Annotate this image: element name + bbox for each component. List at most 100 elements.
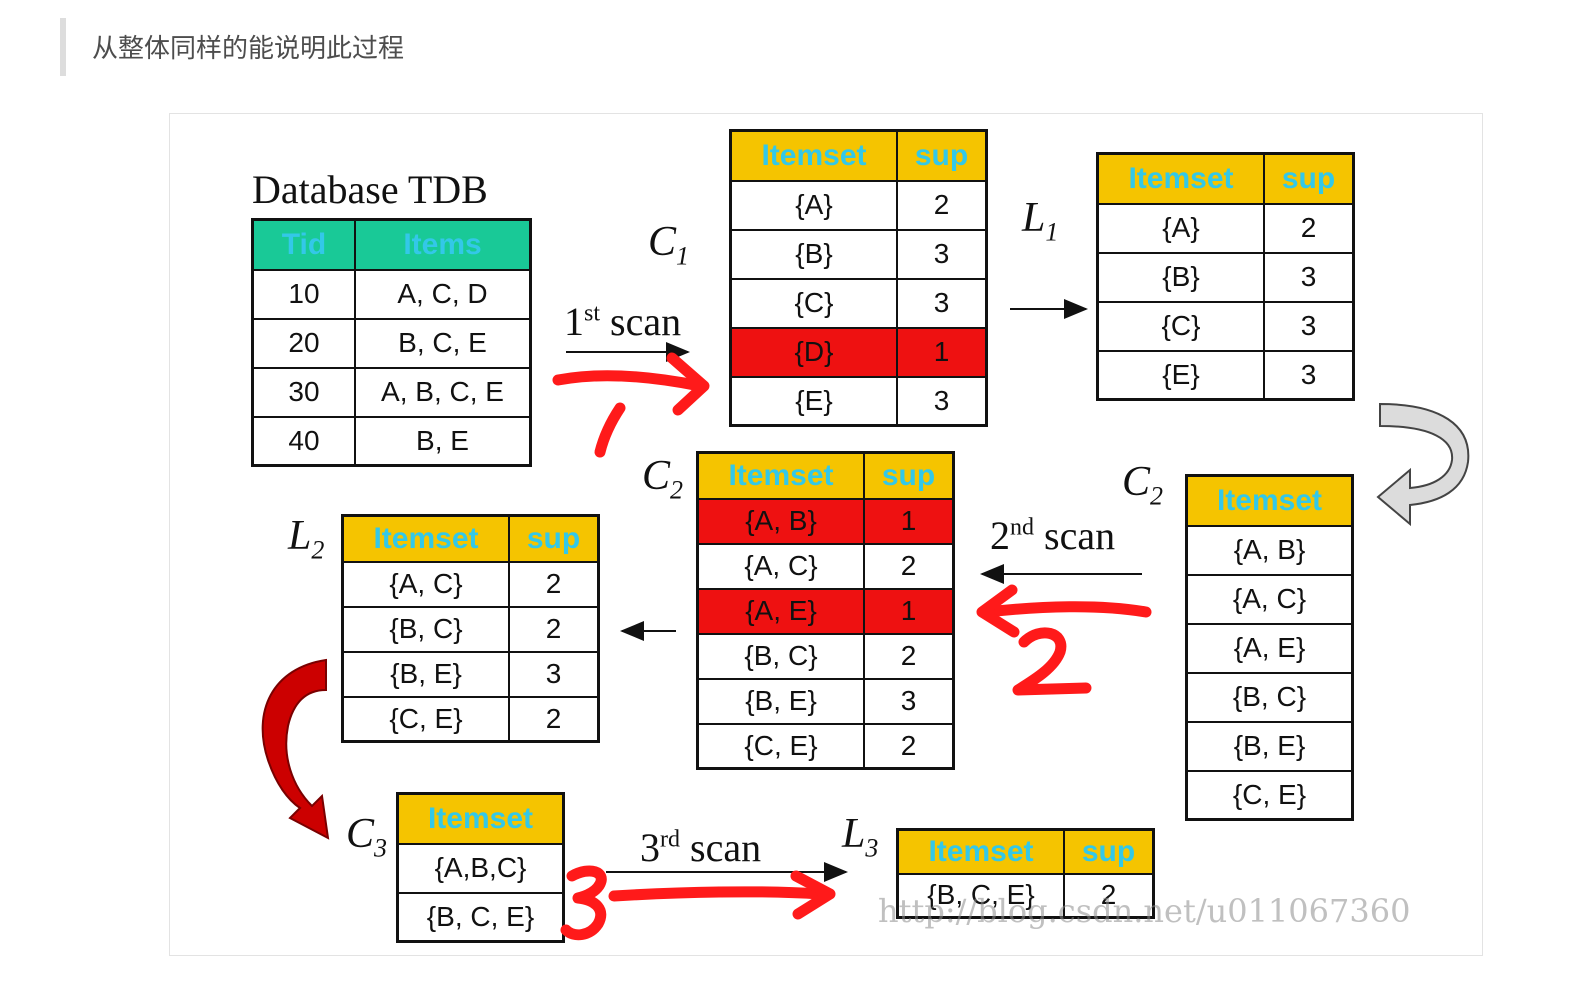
c2-cell: {A, C} xyxy=(696,542,865,590)
c1-cell: {A} xyxy=(729,179,898,231)
c1-cell: 3 xyxy=(896,228,988,280)
c2-candidates-table: Itemset {A, B} {A, C} {A, E} {B, C} {B, … xyxy=(1185,474,1354,821)
tdb-header-items: Items xyxy=(354,218,532,271)
c1-header-sup: sup xyxy=(896,129,988,182)
l1-label: L1 xyxy=(1022,195,1059,247)
c2-candidate-cell: {C, E} xyxy=(1185,769,1354,821)
hand-digit-2 xyxy=(1012,627,1092,696)
l1-cell: {E} xyxy=(1096,349,1265,401)
c1-cell-pruned: {D} xyxy=(729,326,898,378)
l3-label: L3 xyxy=(842,811,879,863)
hand-arrow-3-head xyxy=(790,870,836,920)
c2-cell: 2 xyxy=(863,632,955,680)
c2-candidate-cell: {A, C} xyxy=(1185,573,1354,625)
grey-curved-arrow xyxy=(1376,402,1470,527)
c1-cell: {B} xyxy=(729,228,898,280)
tdb-cell: 40 xyxy=(251,415,356,467)
c3-cell: {B, C, E} xyxy=(396,891,565,943)
hand-mark-1 xyxy=(594,402,626,458)
c2-cell-pruned: 1 xyxy=(863,497,955,545)
l2-cell: {C, E} xyxy=(341,695,510,743)
l1-cell: 3 xyxy=(1263,300,1355,352)
c1-cell: {E} xyxy=(729,375,898,427)
hand-arrow-3-shaft xyxy=(608,886,826,902)
c3-header-itemset: Itemset xyxy=(396,792,565,845)
l3-header-sup: sup xyxy=(1063,828,1155,875)
l1-header-itemset: Itemset xyxy=(1096,152,1265,205)
l2-cell: 2 xyxy=(508,605,600,653)
l2-cell: 2 xyxy=(508,560,600,608)
l1-cell: {C} xyxy=(1096,300,1265,352)
l3-cell: 2 xyxy=(1063,872,1155,919)
c2-candidates-header-itemset: Itemset xyxy=(1185,474,1354,527)
l1-cell: 3 xyxy=(1263,251,1355,303)
caption-text: 从整体同样的能说明此过程 xyxy=(92,34,405,64)
l1-cell: {A} xyxy=(1096,202,1265,254)
c2-cell: {B, C} xyxy=(696,632,865,680)
c2-cell-pruned: 1 xyxy=(863,587,955,635)
c2-cell: {B, E} xyxy=(696,677,865,725)
l3-header-itemset: Itemset xyxy=(896,828,1065,875)
c2-header-sup: sup xyxy=(863,451,955,500)
c1-cell: 3 xyxy=(896,375,988,427)
tdb-cell: 20 xyxy=(251,317,356,369)
c1-cell: 3 xyxy=(896,277,988,329)
c2-candidate-cell: {B, C} xyxy=(1185,671,1354,723)
c1-cell: 2 xyxy=(896,179,988,231)
c3-table: Itemset {A,B,C} {B, C, E} xyxy=(396,792,565,943)
scan1-label: 1st scan xyxy=(564,299,682,344)
c1-header-itemset: Itemset xyxy=(729,129,898,182)
l2-cell: 2 xyxy=(508,695,600,743)
tdb-title: Database TDB xyxy=(252,167,488,212)
l1-cell: {B} xyxy=(1096,251,1265,303)
c2-cell: {C, E} xyxy=(696,722,865,770)
c2-cell-pruned: {A, E} xyxy=(696,587,865,635)
c3-label: C3 xyxy=(346,811,388,863)
c2-candidates-label: C2 xyxy=(1122,459,1164,511)
c2-candidate-cell: {B, E} xyxy=(1185,720,1354,772)
blockquote-bar xyxy=(60,18,66,76)
l2-cell: {B, C} xyxy=(341,605,510,653)
hand-arrow-1-shaft xyxy=(552,370,706,392)
c2-candidate-cell: {A, E} xyxy=(1185,622,1354,674)
tdb-cell: B, C, E xyxy=(354,317,532,369)
c2-cell: 3 xyxy=(863,677,955,725)
c2-cell-pruned: {A, B} xyxy=(696,497,865,545)
hand-arrow-2-shaft xyxy=(982,601,1152,618)
l2-cell: {A, C} xyxy=(341,560,510,608)
c1-cell-pruned: 1 xyxy=(896,326,988,378)
l2-cell: {B, E} xyxy=(341,650,510,698)
tdb-cell: A, C, D xyxy=(354,268,532,320)
c1-label: C1 xyxy=(648,219,690,271)
hand-arrow-1-head xyxy=(666,352,710,416)
hand-digit-3 xyxy=(560,865,607,941)
tdb-cell: B, E xyxy=(354,415,532,467)
c2-counted-label: C2 xyxy=(642,453,684,505)
c2-cell: 2 xyxy=(863,542,955,590)
c2-header-itemset: Itemset xyxy=(696,451,865,500)
handwritten-annotations xyxy=(552,352,1152,941)
l2-header-sup: sup xyxy=(508,514,600,563)
l2-label: L2 xyxy=(288,513,325,565)
tdb-header-tid: Tid xyxy=(251,218,356,271)
watermark: http://blog.csdn.net/u011067360 xyxy=(878,892,1411,930)
l3-cell: {B, C, E} xyxy=(896,872,1065,919)
c2-candidate-cell: {A, B} xyxy=(1185,524,1354,576)
red-curved-arrow xyxy=(261,658,330,840)
c3-cell: {A,B,C} xyxy=(396,842,565,894)
hand-arrow-2-head xyxy=(976,584,1020,638)
tdb-cell: 30 xyxy=(251,366,356,418)
c2-cell: 2 xyxy=(863,722,955,770)
l1-header-sup: sup xyxy=(1263,152,1355,205)
scan2-label: 2nd scan xyxy=(990,513,1116,558)
c1-cell: {C} xyxy=(729,277,898,329)
l2-cell: 3 xyxy=(508,650,600,698)
scan3-label: 3rd scan xyxy=(640,825,762,870)
l1-cell: 3 xyxy=(1263,349,1355,401)
tdb-cell: 10 xyxy=(251,268,356,320)
